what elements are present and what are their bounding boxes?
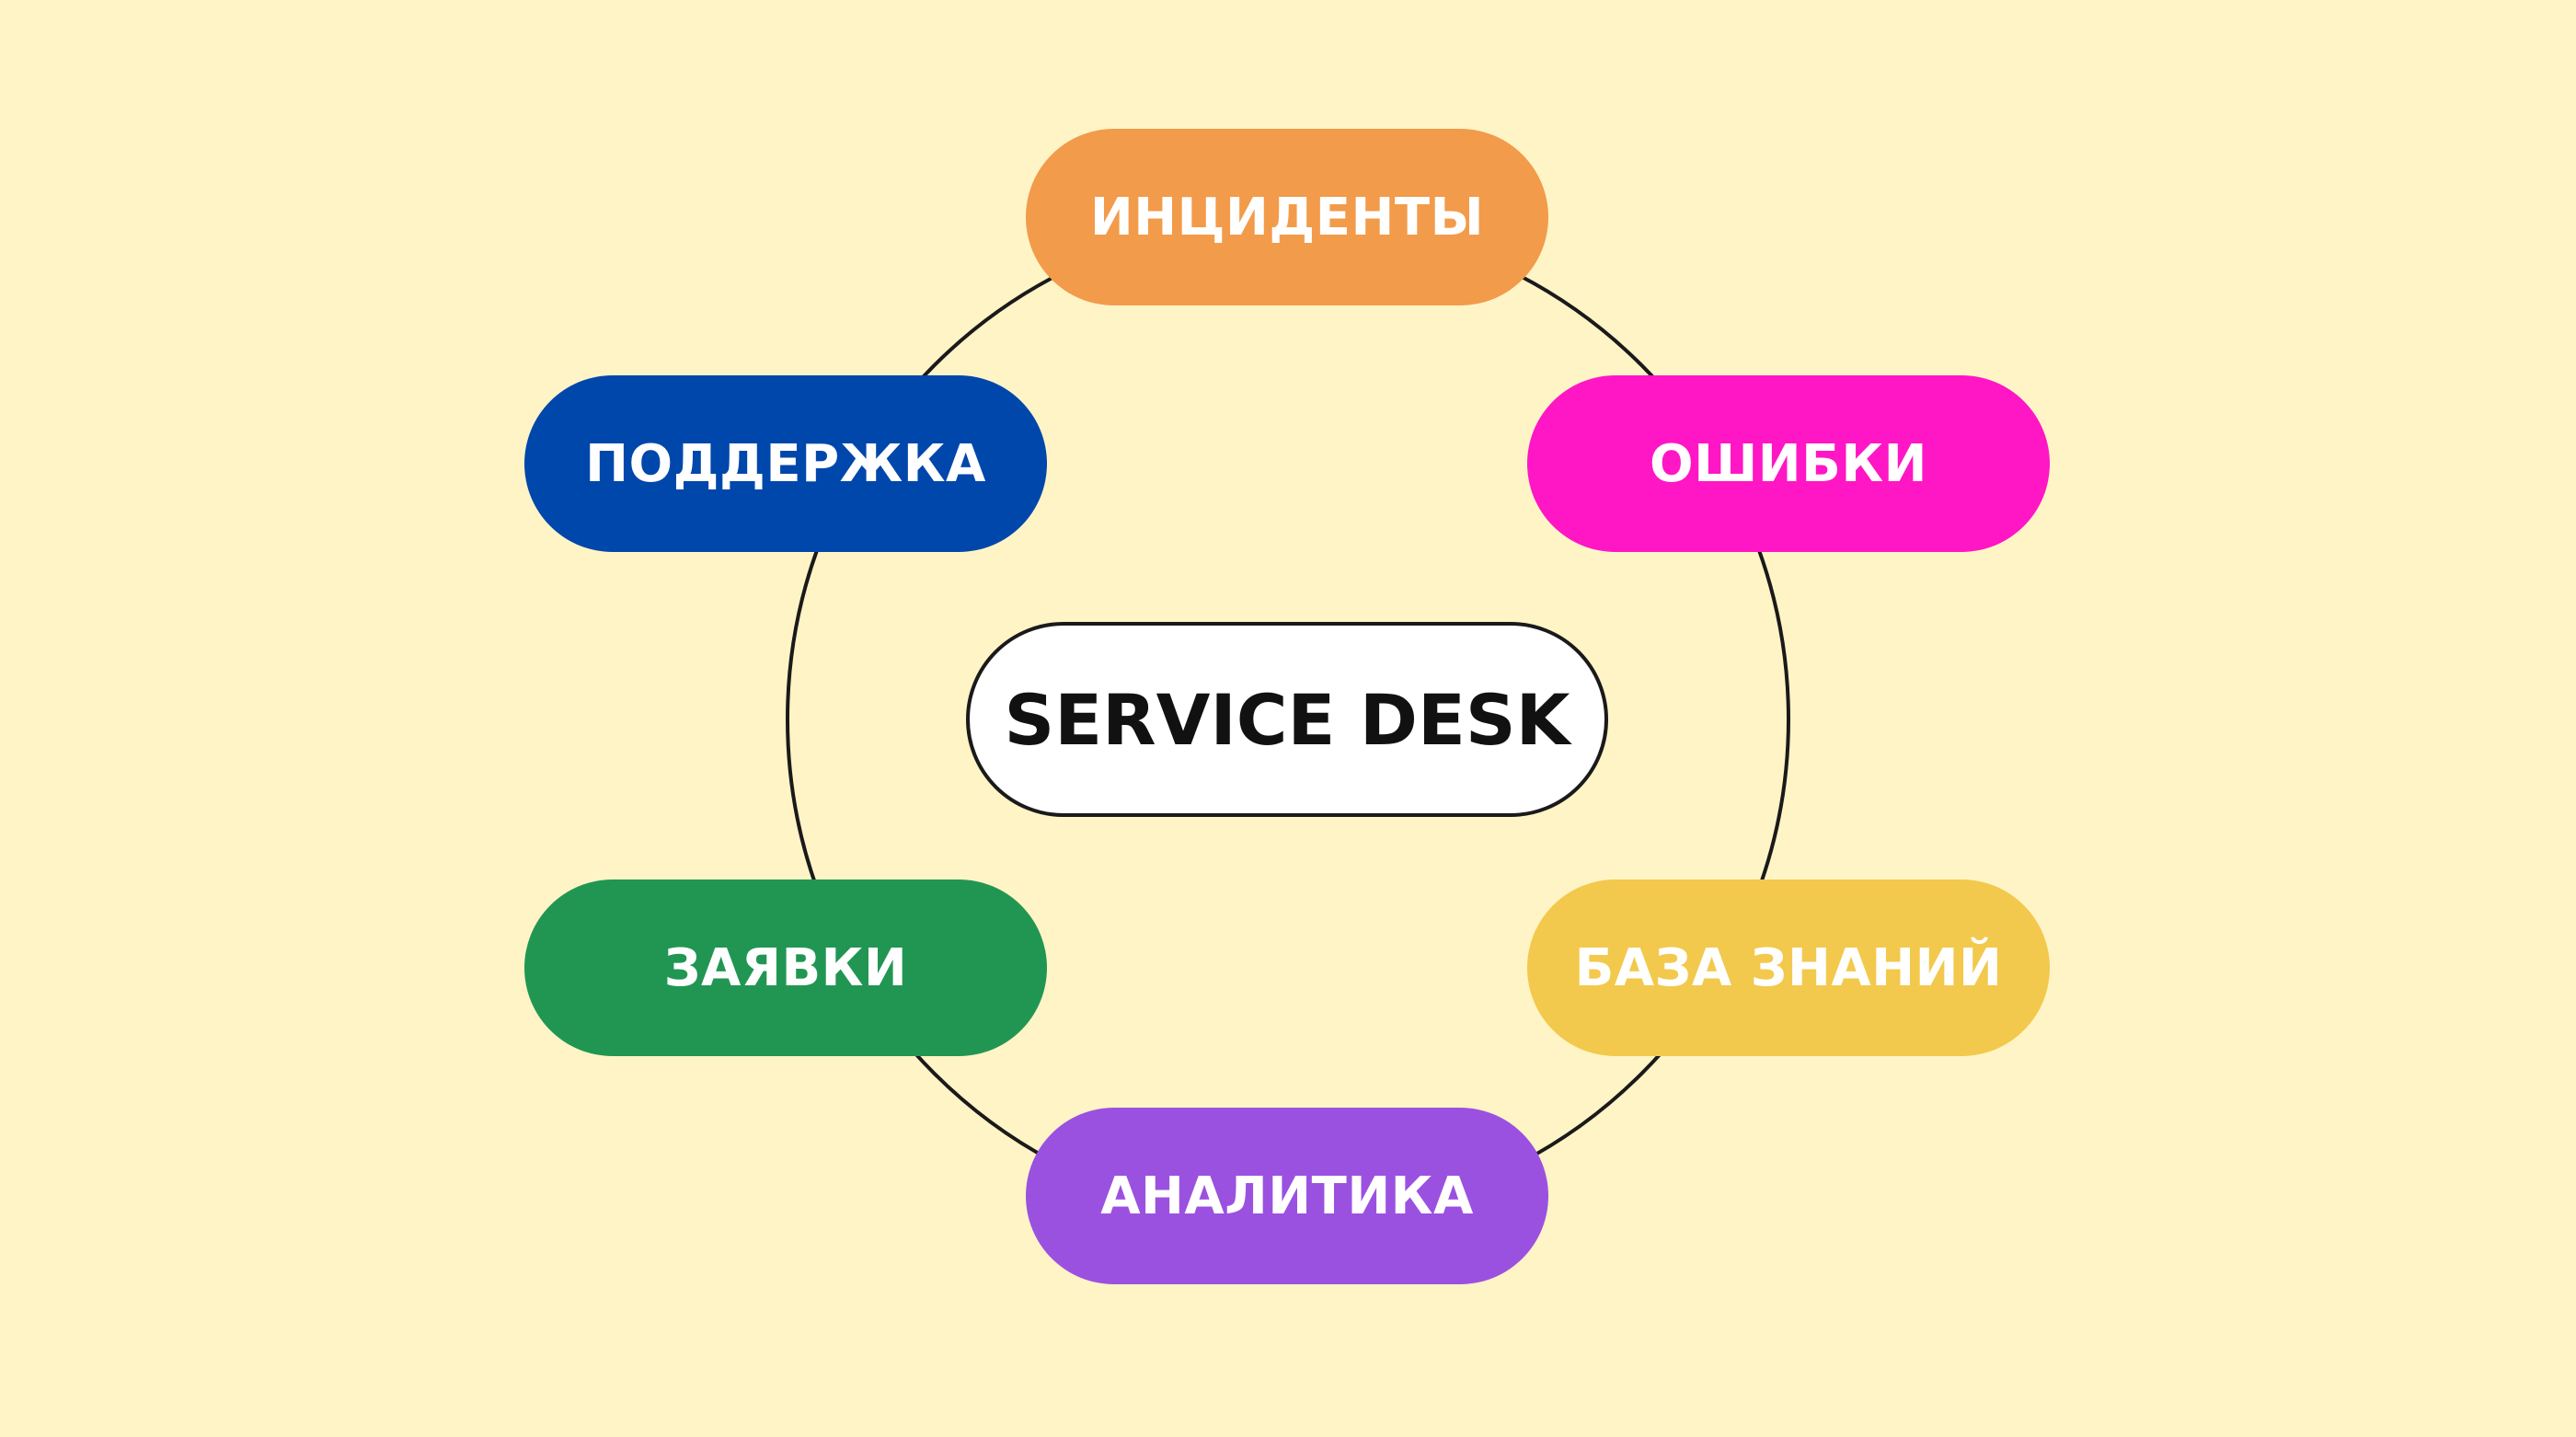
node-requests: ЗАЯВКИ <box>524 879 1047 1056</box>
node-analytics: АНАЛИТИКА <box>1026 1108 1548 1284</box>
node-incidents-label: ИНЦИДЕНТЫ <box>1089 187 1485 247</box>
node-knowledge-base: БАЗА ЗНАНИЙ <box>1527 879 2050 1056</box>
node-knowledge-base-label: БАЗА ЗНАНИЙ <box>1574 937 2003 998</box>
node-requests-label: ЗАЯВКИ <box>663 937 908 998</box>
node-analytics-label: АНАЛИТИКА <box>1100 1166 1474 1226</box>
node-errors: ОШИБКИ <box>1527 375 2050 552</box>
node-support: ПОДДЕРЖКА <box>524 375 1047 552</box>
center-node: SERVICE DESK <box>966 622 1608 817</box>
node-support-label: ПОДДЕРЖКА <box>585 433 986 494</box>
node-errors-label: ОШИБКИ <box>1650 433 1927 494</box>
node-incidents: ИНЦИДЕНТЫ <box>1026 129 1548 305</box>
center-node-label: SERVICE DESK <box>1004 678 1570 761</box>
